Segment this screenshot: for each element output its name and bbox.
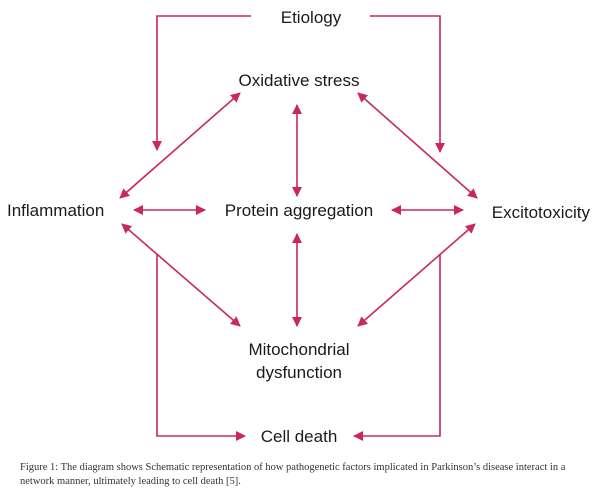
node-inflammation: Inflammation	[7, 201, 104, 220]
node-excitotoxicity: Excitotoxicity	[492, 203, 591, 222]
node-mitochondrial-line1: Mitochondrial	[248, 340, 349, 359]
node-protein-aggregation: Protein aggregation	[225, 201, 373, 220]
arrow-etiology-to-inflammation	[152, 15, 251, 151]
arrow-excitotoxicity-mitochondrial	[357, 223, 476, 327]
figure-caption: Figure 1: The diagram shows Schematic re…	[20, 462, 566, 487]
node-etiology: Etiology	[281, 8, 342, 27]
arrow-etiology-to-excitotoxicity	[370, 15, 445, 153]
arrow-oxidative-stress-excitotoxicity	[357, 92, 478, 199]
arrow-inflammation-oxidative-stress	[119, 92, 241, 199]
arrow-inflammation-mitochondrial	[121, 223, 241, 327]
node-oxidative-stress: Oxidative stress	[239, 71, 360, 90]
arrow-excitotoxicity-to-cell-death	[353, 254, 441, 441]
arrow-inflammation-to-cell-death	[156, 254, 246, 441]
node-mitochondrial-line2: dysfunction	[256, 363, 342, 382]
pathogenesis-diagram: Etiology Oxidative stress Inflammation P…	[7, 8, 591, 446]
node-cell-death: Cell death	[261, 427, 338, 446]
